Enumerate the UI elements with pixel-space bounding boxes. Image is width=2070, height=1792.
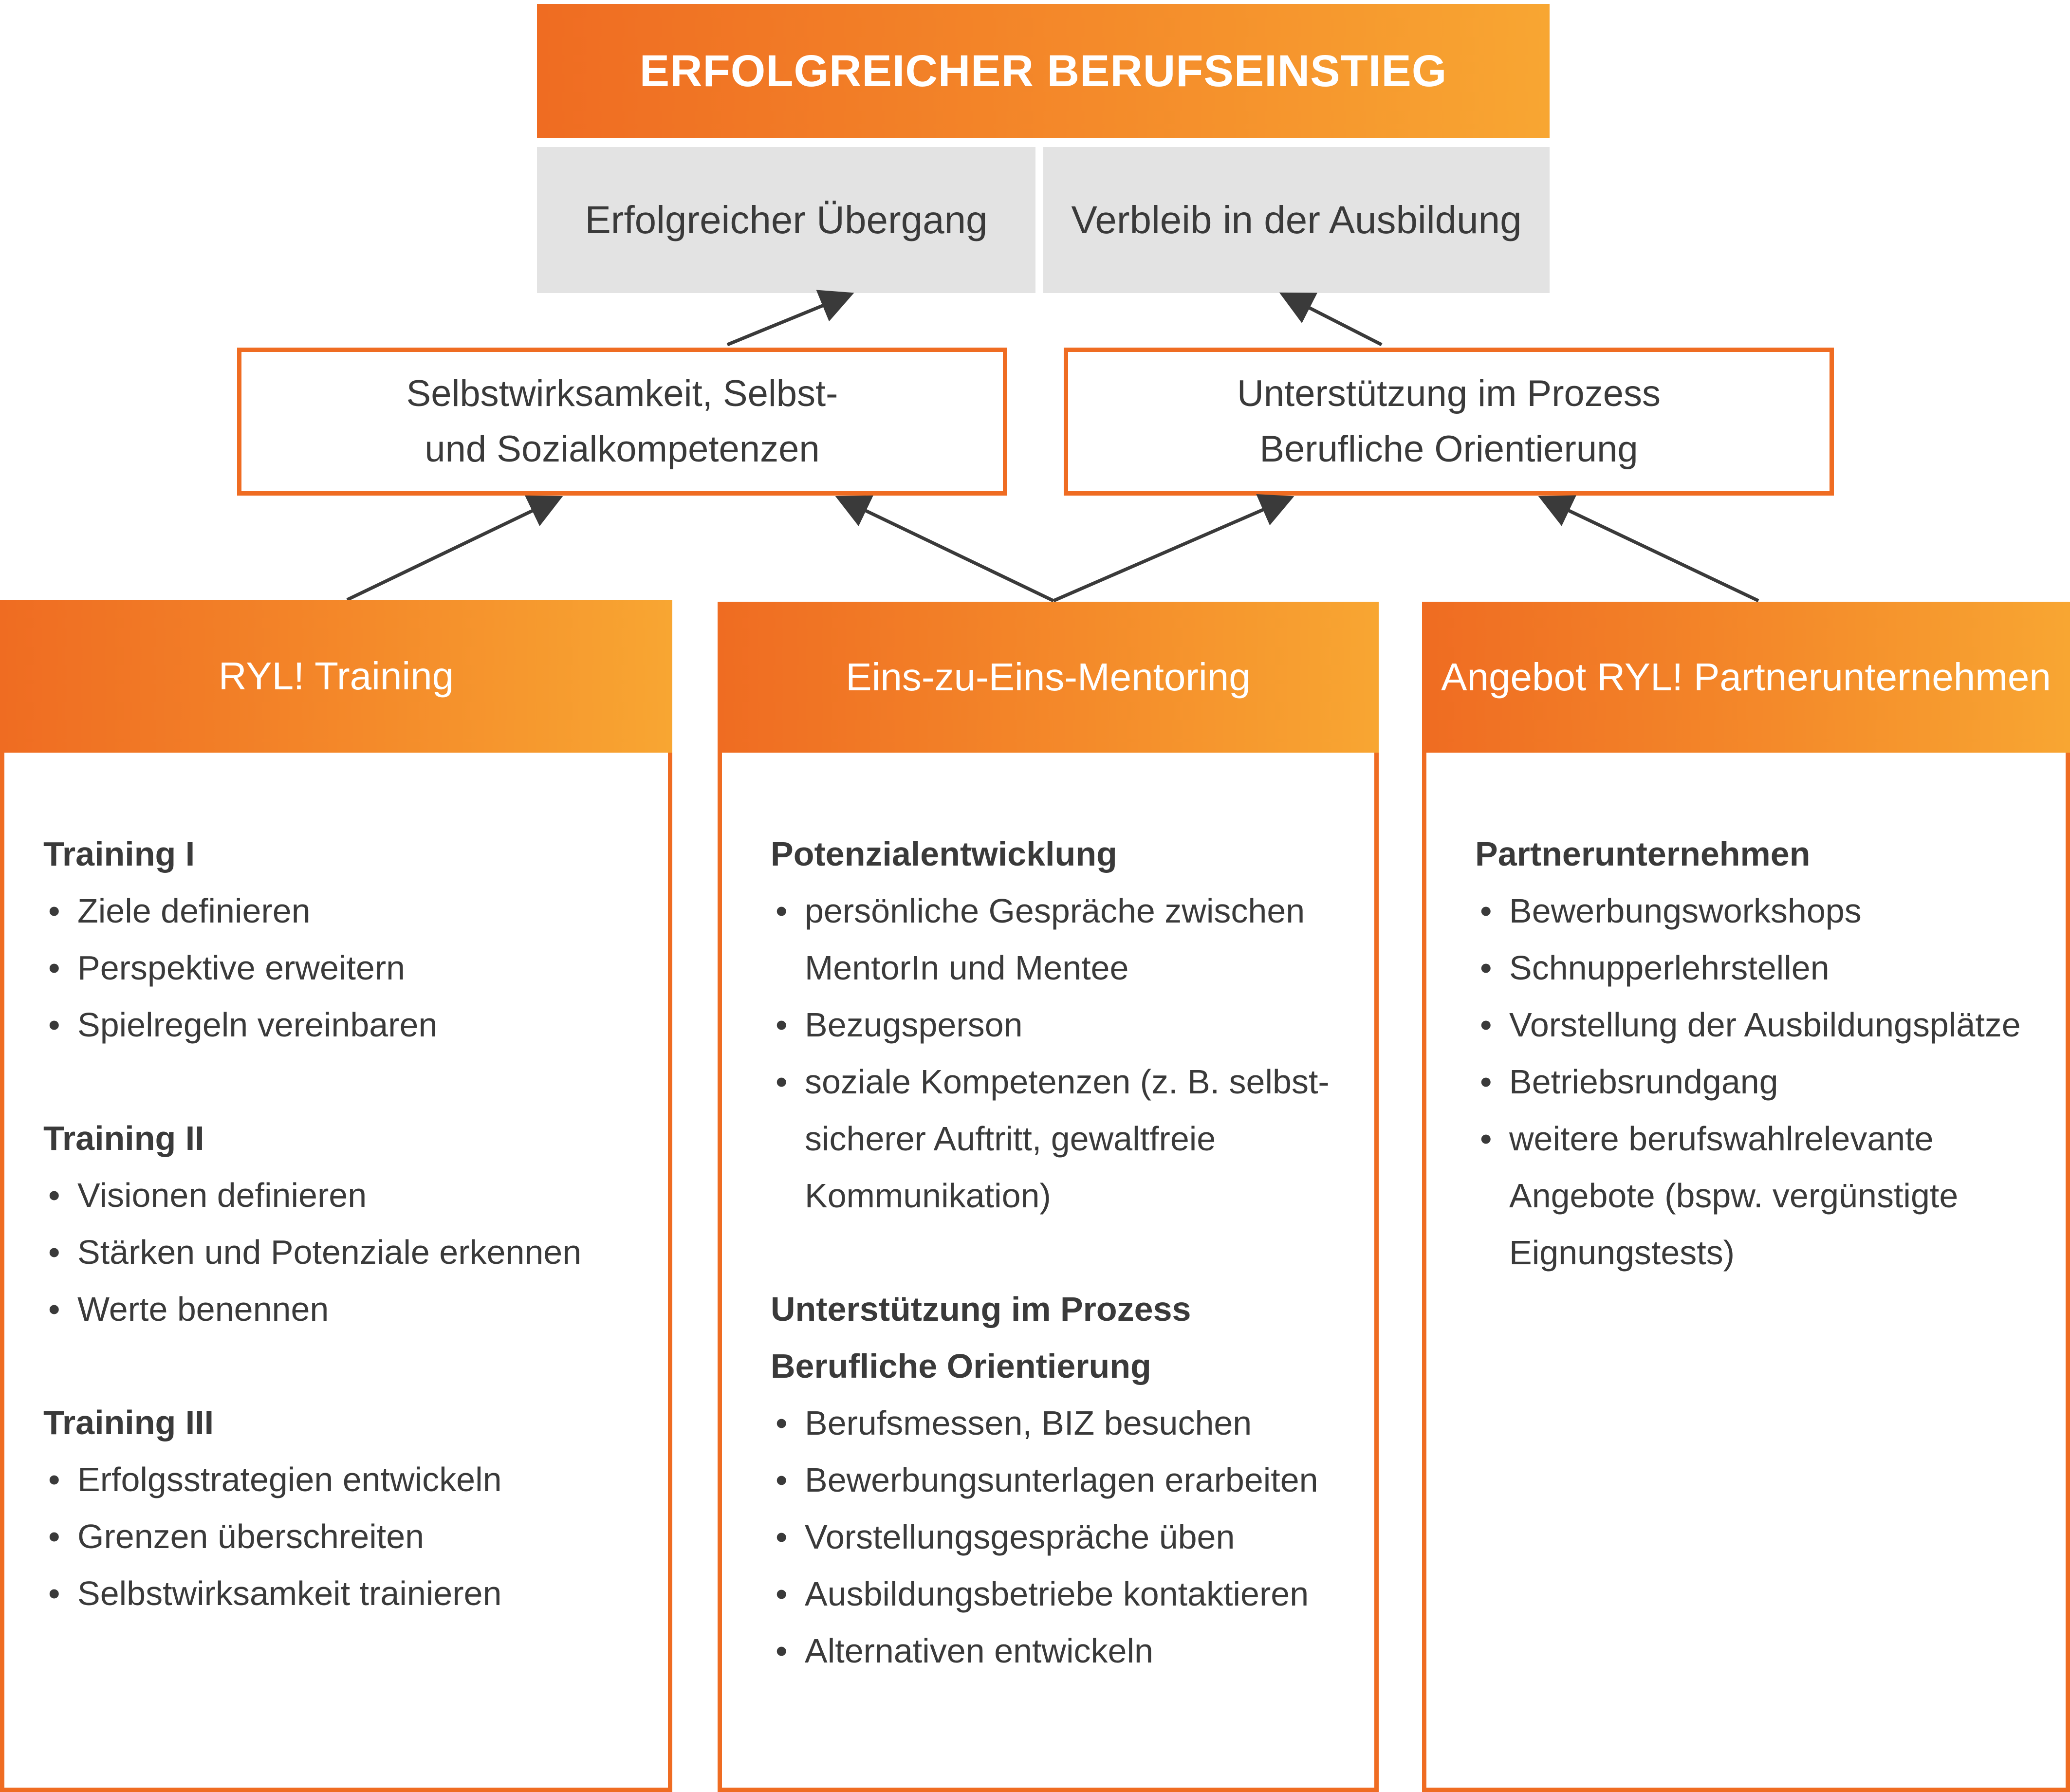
- list-item: Schnupperlehrstellen: [1475, 940, 2046, 997]
- list-item-line: Grenzen überschreiten: [77, 1517, 425, 1555]
- arrow-training-to-competences: [346, 495, 563, 602]
- outcome-label: Erfolgreicher Übergang: [585, 198, 988, 241]
- list-item: Stärken und Potenziale erkennen: [43, 1224, 648, 1281]
- section: Training III Erfolgsstrategien entwickeln…: [43, 1394, 648, 1622]
- list-item-line: Alternativen entwickeln: [805, 1632, 1153, 1670]
- section: Training I Ziele definierenPerspektive er…: [43, 826, 648, 1053]
- list-item-line: Vorstellungsgespräche üben: [805, 1518, 1235, 1556]
- intermediate-box-competences: Selbstwirksamkeit, Selbst- und Sozialkom…: [237, 348, 1007, 496]
- list-item: Spielregeln vereinbaren: [43, 997, 648, 1053]
- column-title: RYL! Training: [218, 654, 454, 698]
- list-item: Selbstwirksamkeit trainieren: [43, 1565, 648, 1622]
- list-item: Betriebsrundgang: [1475, 1053, 2046, 1110]
- column-header-mentoring: Eins-zu-Eins-Mentoring: [718, 602, 1379, 753]
- column-body-mentoring: Potenzialentwicklung persönliche Gespräch…: [718, 753, 1379, 1792]
- column-title: Eins-zu-Eins-Mentoring: [846, 655, 1251, 699]
- list-item: Bezugsperson: [771, 997, 1355, 1053]
- list-item-line: persönliche Gespräche zwischen: [805, 892, 1305, 930]
- list-item-line: Ausbildungsbetriebe kontaktieren: [805, 1575, 1309, 1613]
- list-item: Grenzen überschreiten: [43, 1508, 648, 1565]
- list-item-line: Schnupperlehrstellen: [1509, 949, 1830, 987]
- section-title: Berufliche Orientierung: [771, 1347, 1151, 1385]
- column-header-training: RYL! Training: [0, 600, 672, 753]
- outcome-label: Verbleib in der Ausbildung: [1071, 198, 1522, 241]
- list-item-line: Eignungstests): [1509, 1234, 1735, 1272]
- list-item: soziale Kompetenzen (z. B. selbst-sicher…: [771, 1053, 1355, 1224]
- list-item: Berufsmessen, BIZ besuchen: [771, 1395, 1355, 1452]
- list-item-line: Berufsmessen, BIZ besuchen: [805, 1404, 1252, 1442]
- column-body-training: Training I Ziele definierenPerspektive er…: [0, 753, 672, 1792]
- column-title: Angebot RYL! Partnerunternehmen: [1441, 655, 2051, 699]
- bullet-list: Ziele definierenPerspektive erweiternSpi…: [43, 883, 648, 1053]
- list-item-line: Angebote (bspw. vergünstigte: [1509, 1177, 1959, 1215]
- list-item-line: Bewerbungsunterlagen erarbeiten: [805, 1461, 1318, 1499]
- list-item-line: soziale Kompetenzen (z. B. selbst-: [805, 1063, 1330, 1101]
- list-item: Ziele definieren: [43, 883, 648, 940]
- list-item-line: weitere berufswahlrelevante: [1509, 1120, 1934, 1158]
- list-item-line: MentorIn und Mentee: [805, 949, 1129, 987]
- outcome-box-retention: Verbleib in der Ausbildung: [1043, 147, 1550, 293]
- intermediate-line: und Sozialkompetenzen: [425, 428, 820, 470]
- list-item-line: Vorstellung der Ausbildungsplätze: [1509, 1006, 2021, 1044]
- list-item-line: Kommunikation): [805, 1177, 1051, 1215]
- list-item: Bewerbungsworkshops: [1475, 883, 2046, 940]
- bullet-list: Visionen definierenStärken und Potenzial…: [43, 1167, 648, 1338]
- section-title: Training I: [43, 835, 195, 873]
- section-title: Training II: [43, 1119, 204, 1157]
- section: Training II Visionen definierenStärken un…: [43, 1110, 648, 1338]
- arrow-mentoring-to-competences: [835, 495, 1054, 603]
- list-item-line: Bezugsperson: [805, 1006, 1023, 1044]
- column-header-partner: Angebot RYL! Partnerunternehmen: [1422, 602, 2070, 753]
- list-item-line: Stärken und Potenziale erkennen: [77, 1233, 582, 1271]
- arrow-competences-to-transition: [726, 290, 854, 347]
- main-goal-banner: ERFOLGREICHER BERUFSEINSTIEG: [537, 4, 1550, 138]
- arrow-partner-to-support: [1538, 495, 1759, 603]
- list-item: Werte benennen: [43, 1281, 648, 1338]
- list-item: Alternativen entwickeln: [771, 1623, 1355, 1680]
- list-item-line: Spielregeln vereinbaren: [77, 1006, 438, 1044]
- bullet-list: BewerbungsworkshopsSchnupperlehrstellenV…: [1475, 883, 2046, 1281]
- list-item-line: Werte benennen: [77, 1290, 329, 1328]
- section-title: Potenzialentwicklung: [771, 835, 1117, 873]
- list-item-line: Perspektive erweitern: [77, 949, 406, 987]
- section-title: Unterstützung im Prozess: [771, 1290, 1191, 1328]
- intermediate-line: Berufliche Orientierung: [1259, 428, 1638, 470]
- list-item: Bewerbungsunterlagen erarbeiten: [771, 1452, 1355, 1509]
- list-item-line: Selbstwirksamkeit trainieren: [77, 1574, 502, 1612]
- list-item: Erfolgsstrategien entwickeln: [43, 1451, 648, 1508]
- section-title: Partnerunternehmen: [1475, 835, 1811, 873]
- column-content: Potenzialentwicklung persönliche Gespräch…: [771, 826, 1355, 1680]
- list-item-line: Ziele definieren: [77, 892, 311, 930]
- connector-arrows: [346, 290, 1759, 603]
- arrow-support-to-retention: [1279, 292, 1383, 347]
- arrow-mentoring-to-support: [1053, 494, 1294, 603]
- list-item: Vorstellung der Ausbildungsplätze: [1475, 997, 2046, 1053]
- column-content: PartnerunternehmenBewerbungsworkshopsSch…: [1475, 826, 2046, 1281]
- list-item-line: Erfolgsstrategien entwickeln: [77, 1460, 502, 1498]
- list-item-line: sicherer Auftritt, gewaltfreie: [805, 1120, 1216, 1158]
- intermediate-line: Unterstützung im Prozess: [1237, 373, 1661, 414]
- outcome-box-transition: Erfolgreicher Übergang: [537, 147, 1035, 293]
- section: Potenzialentwicklung persönliche Gespräch…: [771, 826, 1355, 1224]
- list-item: Vorstellungsgespräche üben: [771, 1509, 1355, 1566]
- list-item-line: Betriebsrundgang: [1509, 1063, 1778, 1101]
- column-content: Training I Ziele definierenPerspektive er…: [43, 826, 648, 1622]
- section: PartnerunternehmenBewerbungsworkshopsSch…: [1475, 826, 2046, 1281]
- list-item: Perspektive erweitern: [43, 940, 648, 997]
- main-goal-title: ERFOLGREICHER BERUFSEINSTIEG: [639, 46, 1447, 96]
- bullet-list: Berufsmessen, BIZ besuchenBewerbungsunte…: [771, 1395, 1355, 1680]
- intermediate-line: Selbstwirksamkeit, Selbst-: [406, 373, 838, 414]
- intermediate-box-support: Unterstützung im Prozess Berufliche Orie…: [1064, 348, 1834, 496]
- bullet-list: Erfolgsstrategien entwickelnGrenzen über…: [43, 1451, 648, 1622]
- column-body-partner: PartnerunternehmenBewerbungsworkshopsSch…: [1422, 753, 2070, 1792]
- list-item-line: Visionen definieren: [77, 1176, 367, 1214]
- section-title: Training III: [43, 1404, 214, 1441]
- list-item: Ausbildungsbetriebe kontaktieren: [771, 1566, 1355, 1623]
- list-item-line: Bewerbungsworkshops: [1509, 892, 1862, 930]
- list-item: Visionen definieren: [43, 1167, 648, 1224]
